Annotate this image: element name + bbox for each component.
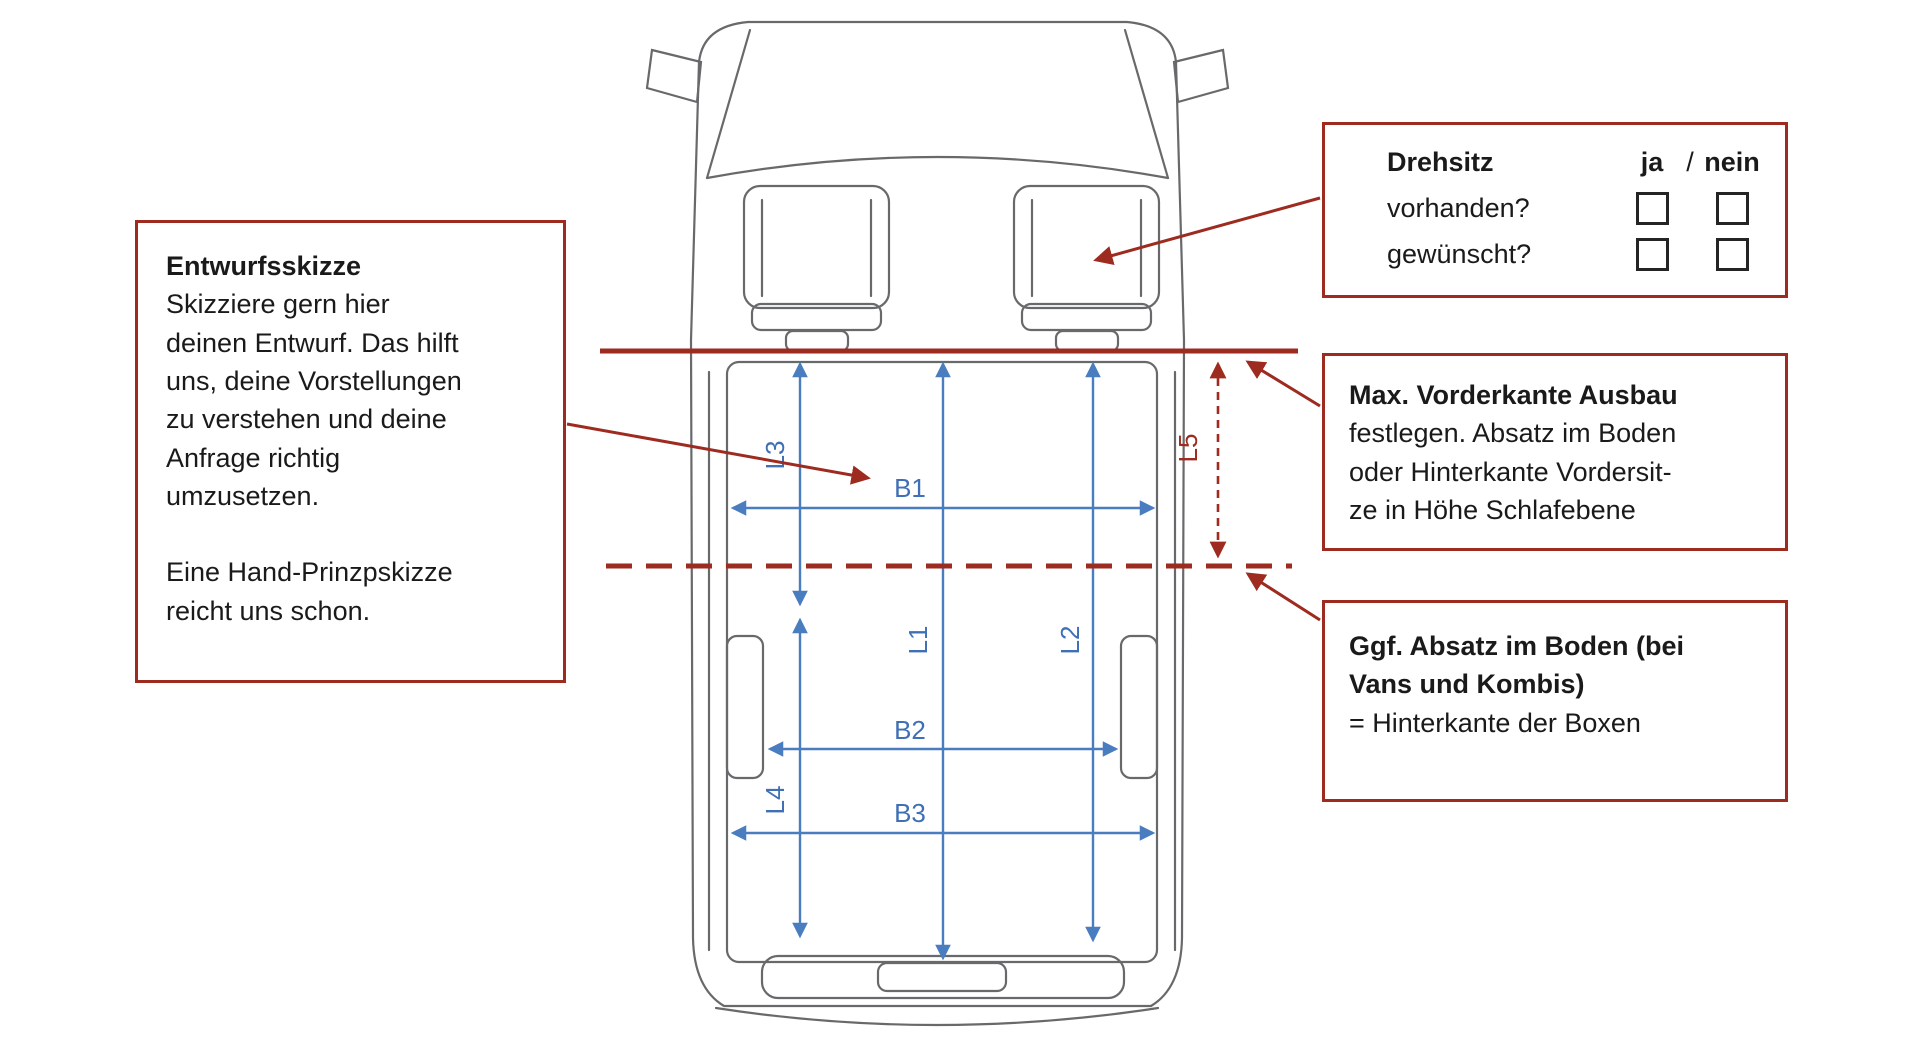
drehsitz-gewuenscht-label: gewünscht?	[1387, 238, 1532, 269]
entwurf-text-line: umzusetzen.	[166, 480, 320, 511]
checkbox-gewuenscht-ja[interactable]	[1635, 237, 1669, 271]
van-wheelwell-right	[1119, 634, 1159, 780]
vorderkante-note-box: Max. Vorderkante Ausbau festlegen. Absat…	[1322, 353, 1788, 551]
absatz-text-line: = Hinterkante der Boxen	[1349, 707, 1641, 738]
van-a-pillar-right	[1123, 28, 1170, 180]
callout-arrows	[566, 196, 1321, 622]
entwurf-text-line: zu verstehen und deine	[166, 404, 447, 435]
callout-arrow-vorderkante	[1245, 360, 1321, 408]
drehsitz-title: Drehsitz	[1387, 146, 1494, 177]
measure-L1-label: L1	[903, 626, 933, 655]
measure-L3-label: L3	[760, 441, 790, 470]
measure-L4-label: L4	[760, 786, 790, 815]
drehsitz-vorhanden-label: vorhanden?	[1387, 192, 1530, 223]
van-windshield-line	[705, 155, 1170, 180]
van-body-outline	[689, 20, 1186, 1008]
entwurf-text-line: deinen Entwurf. Das hilft	[166, 327, 459, 358]
callout-arrow-entwurf	[566, 422, 871, 485]
entwurf-text-line: Anfrage richtig	[166, 442, 341, 473]
measure-B3-label: B3	[894, 798, 926, 828]
absatz-note-box: Ggf. Absatz im Boden (bei Vans und Kombi…	[1322, 600, 1788, 802]
entwurf-text-line: uns, deine Vorstellungen	[166, 365, 462, 396]
van-rear-bumper-edge	[714, 1006, 1160, 1027]
measure-L2-label: L2	[1055, 626, 1085, 655]
absatz-title-line: Ggf. Absatz im Boden (bei	[1349, 631, 1685, 661]
entwurf-note-box: Entwurfsskizze Skizziere gern hier deine…	[135, 220, 566, 683]
absatz-title-line: Vans und Kombis)	[1349, 669, 1585, 700]
drehsitz-slash: /	[1686, 146, 1694, 177]
measurement-arrows	[730, 361, 1156, 961]
drehsitz-nein-header: nein	[1704, 146, 1760, 177]
drehsitz-ja-header: ja	[1640, 146, 1664, 177]
checkbox-gewuenscht-nein[interactable]	[1715, 237, 1749, 271]
callout-arrow-absatz	[1245, 572, 1321, 622]
van-mirror-right	[1172, 48, 1230, 104]
vorderkante-text-line: festlegen. Absatz im Boden	[1349, 418, 1677, 449]
entwurf-text-line: Skizziere gern hier	[166, 289, 390, 320]
vorderkante-title: Max. Vorderkante Ausbau	[1349, 380, 1678, 410]
vorderkante-text-line: ze in Höhe Schlafebene	[1349, 494, 1636, 525]
drehsitz-row-gewuenscht: gewünscht?	[1345, 231, 1765, 277]
entwurf-text-line: reicht uns schon.	[166, 595, 371, 626]
drehsitz-form-box: Drehsitz ja / nein vorhanden? gewünscht?	[1322, 122, 1788, 298]
checkbox-vorhanden-nein[interactable]	[1715, 191, 1749, 225]
entwurf-text-line: Eine Hand-Prinzpskizze	[166, 557, 453, 588]
van-seat-left	[742, 184, 891, 353]
vorderkante-text-line: oder Hinterkante Vordersit-	[1349, 456, 1672, 487]
van-a-pillar-left	[705, 28, 752, 180]
van-top-view-sketch	[645, 20, 1230, 1027]
measure-B1-label: B1	[894, 473, 926, 503]
checkbox-vorhanden-ja[interactable]	[1635, 191, 1669, 225]
entwurf-paragraph-1: Skizziere gern hier deinen Entwurf. Das …	[166, 285, 535, 515]
measure-L5-label: L5	[1173, 434, 1203, 463]
van-tailgate-inner	[876, 961, 1008, 993]
van-wheelwell-left	[725, 634, 765, 780]
drehsitz-row-vorhanden: vorhanden?	[1345, 185, 1765, 231]
drehsitz-header-row: Drehsitz ja / nein	[1345, 139, 1765, 185]
van-seat-right	[1012, 184, 1161, 353]
entwurf-title: Entwurfsskizze	[166, 251, 362, 281]
entwurf-paragraph-2: Eine Hand-Prinzpskizze reicht uns schon.	[166, 553, 535, 630]
van-mirror-left	[645, 48, 703, 104]
callout-arrow-drehsitz	[1093, 196, 1321, 265]
measure-B2-label: B2	[894, 715, 926, 745]
